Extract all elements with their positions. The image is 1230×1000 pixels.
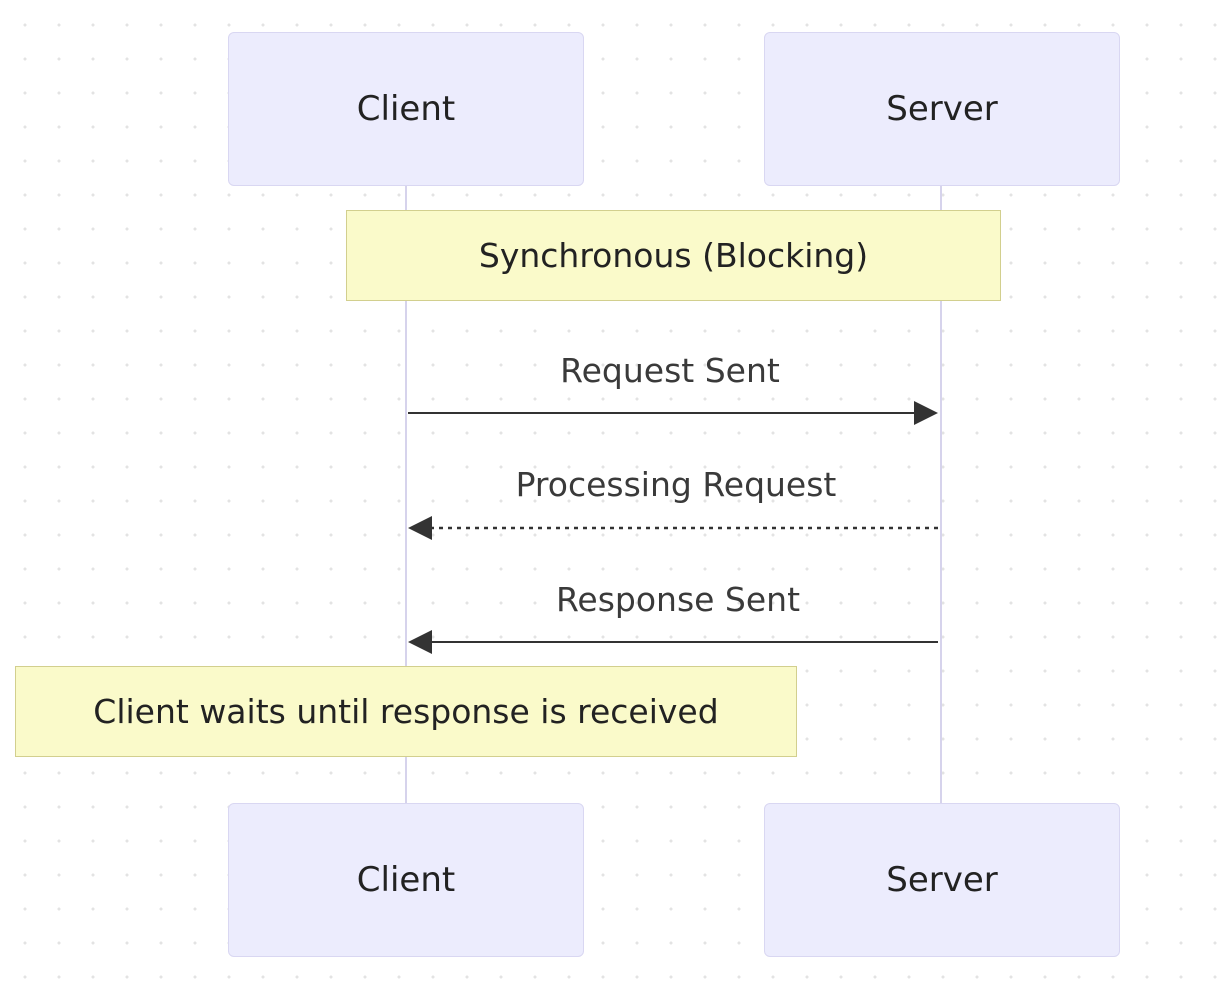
server-actor-bottom-label: Server: [886, 860, 998, 900]
request-sent-label: Request Sent: [560, 351, 780, 390]
client-actor-bottom[interactable]: Client: [228, 803, 584, 957]
server-actor-top-label: Server: [886, 89, 998, 129]
request-sent-arrow: [408, 401, 938, 425]
response-sent-label: Response Sent: [555, 580, 801, 619]
response-sent-arrow: [408, 630, 938, 654]
client-actor-top[interactable]: Client: [228, 32, 584, 186]
server-lifeline: [940, 186, 942, 804]
processing-request-arrow: [408, 516, 938, 540]
client-waits-note[interactable]: Client waits until response is received: [15, 666, 797, 757]
synchronous-note[interactable]: Synchronous (Blocking): [346, 210, 1001, 301]
processing-request-label: Processing Request: [515, 465, 837, 504]
client-lifeline: [405, 186, 407, 804]
server-actor-bottom[interactable]: Server: [764, 803, 1120, 957]
client-waits-note-text: Client waits until response is received: [93, 692, 719, 731]
client-actor-bottom-label: Client: [356, 860, 456, 900]
server-actor-top[interactable]: Server: [764, 32, 1120, 186]
client-actor-top-label: Client: [356, 89, 456, 129]
synchronous-note-text: Synchronous (Blocking): [478, 236, 869, 275]
